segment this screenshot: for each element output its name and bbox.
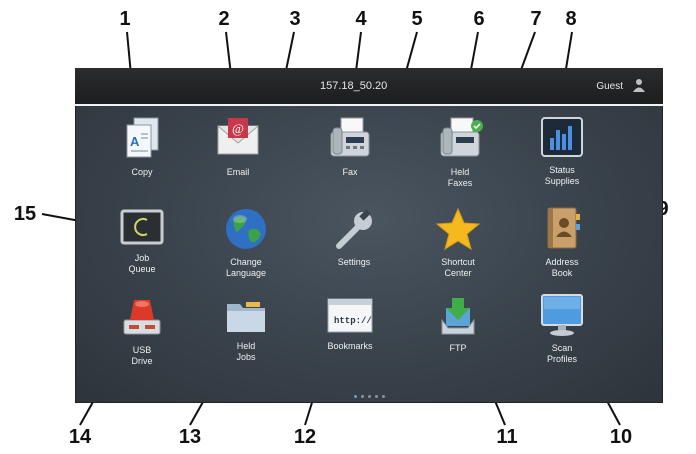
ftp-label: FTP	[449, 343, 467, 353]
address-book-label: Address Book	[545, 257, 579, 278]
held-jobs-tile[interactable]: Held Jobs	[201, 296, 291, 363]
page-dot[interactable]	[381, 395, 385, 398]
email-tile[interactable]: @ Email	[193, 116, 283, 178]
callout-4: 4	[355, 8, 367, 30]
address-book-icon	[547, 207, 580, 249]
usb-drive-tile[interactable]: USB Drive	[97, 294, 187, 367]
job-queue-icon	[120, 209, 164, 245]
scan-profiles-tile[interactable]: Scan Profiles	[517, 292, 607, 365]
address-book-tile[interactable]: Address Book	[517, 206, 607, 279]
callout-6: 6	[473, 8, 485, 30]
bookmark-url-text: http://	[334, 316, 372, 326]
ftp-download-icon	[441, 298, 475, 335]
copy-label: Copy	[131, 167, 153, 177]
status-supplies-label: Status Supplies	[544, 165, 580, 186]
callout-12: 12	[293, 426, 317, 448]
page-dot-active[interactable]	[353, 395, 357, 398]
wrench-icon	[336, 209, 372, 249]
callout-7: 7	[530, 8, 542, 30]
fax-tile[interactable]: Fax	[305, 116, 395, 178]
callout-8: 8	[565, 8, 577, 30]
svg-text:A: A	[130, 134, 140, 149]
ip-address: 157.18_50.20	[320, 80, 388, 92]
fax-label: Fax	[342, 167, 358, 177]
held-faxes-icon	[440, 117, 483, 157]
globe-icon	[226, 209, 266, 249]
job-queue-tile[interactable]: Job Queue	[97, 208, 187, 275]
callout-3: 3	[289, 8, 301, 30]
user-icon[interactable]	[631, 77, 647, 93]
page-dot[interactable]	[367, 395, 371, 398]
fax-icon	[330, 117, 370, 157]
callout-5: 5	[411, 8, 423, 30]
ftp-tile[interactable]: FTP	[413, 294, 503, 354]
callout-2: 2	[218, 8, 230, 30]
svg-text:@: @	[232, 121, 244, 136]
browser-window-icon: http://	[327, 298, 373, 333]
shortcut-center-tile[interactable]: Shortcut Center	[413, 206, 503, 279]
copy-icon: A	[126, 117, 159, 158]
monitor-icon	[541, 294, 583, 336]
status-supplies-tile[interactable]: Status Supplies	[517, 116, 607, 187]
change-language-tile[interactable]: Change Language	[201, 206, 291, 279]
job-queue-label: Job Queue	[128, 253, 156, 274]
callout-9: 9	[657, 198, 669, 220]
callout-11: 11	[496, 426, 518, 448]
change-language-label: Change Language	[225, 257, 267, 278]
user-name[interactable]: Guest	[596, 81, 623, 92]
copy-tile[interactable]: A Copy	[97, 116, 187, 178]
email-label: Email	[226, 167, 250, 177]
page-indicator[interactable]	[339, 385, 399, 403]
folder-icon	[227, 302, 265, 332]
printer-home-screen: 157.18_50.20 Guest A Copy @ Email	[75, 68, 663, 403]
held-jobs-label: Held Jobs	[236, 341, 256, 362]
email-icon: @	[217, 118, 259, 155]
star-icon	[435, 207, 481, 251]
settings-tile[interactable]: Settings	[309, 208, 399, 268]
usb-drive-label: USB Drive	[131, 345, 153, 366]
callout-13: 13	[178, 426, 202, 448]
callout-14: 14	[68, 426, 92, 448]
settings-label: Settings	[337, 257, 371, 267]
held-faxes-tile[interactable]: Held Faxes	[415, 116, 505, 189]
held-faxes-label: Held Faxes	[447, 167, 473, 188]
page-dot[interactable]	[374, 395, 378, 398]
page-dot[interactable]	[360, 395, 364, 398]
bar-chart-icon	[541, 117, 583, 157]
usb-drive-icon	[123, 300, 161, 335]
shortcut-center-label: Shortcut Center	[441, 257, 475, 278]
bookmarks-label: Bookmarks	[327, 341, 373, 351]
callout-10: 10	[609, 426, 633, 448]
top-bar: 157.18_50.20 Guest	[75, 68, 663, 106]
bookmarks-tile[interactable]: http:// Bookmarks	[305, 296, 395, 352]
callout-1: 1	[119, 8, 131, 30]
callout-15: 15	[13, 203, 37, 225]
scan-profiles-label: Scan Profiles	[546, 343, 577, 364]
